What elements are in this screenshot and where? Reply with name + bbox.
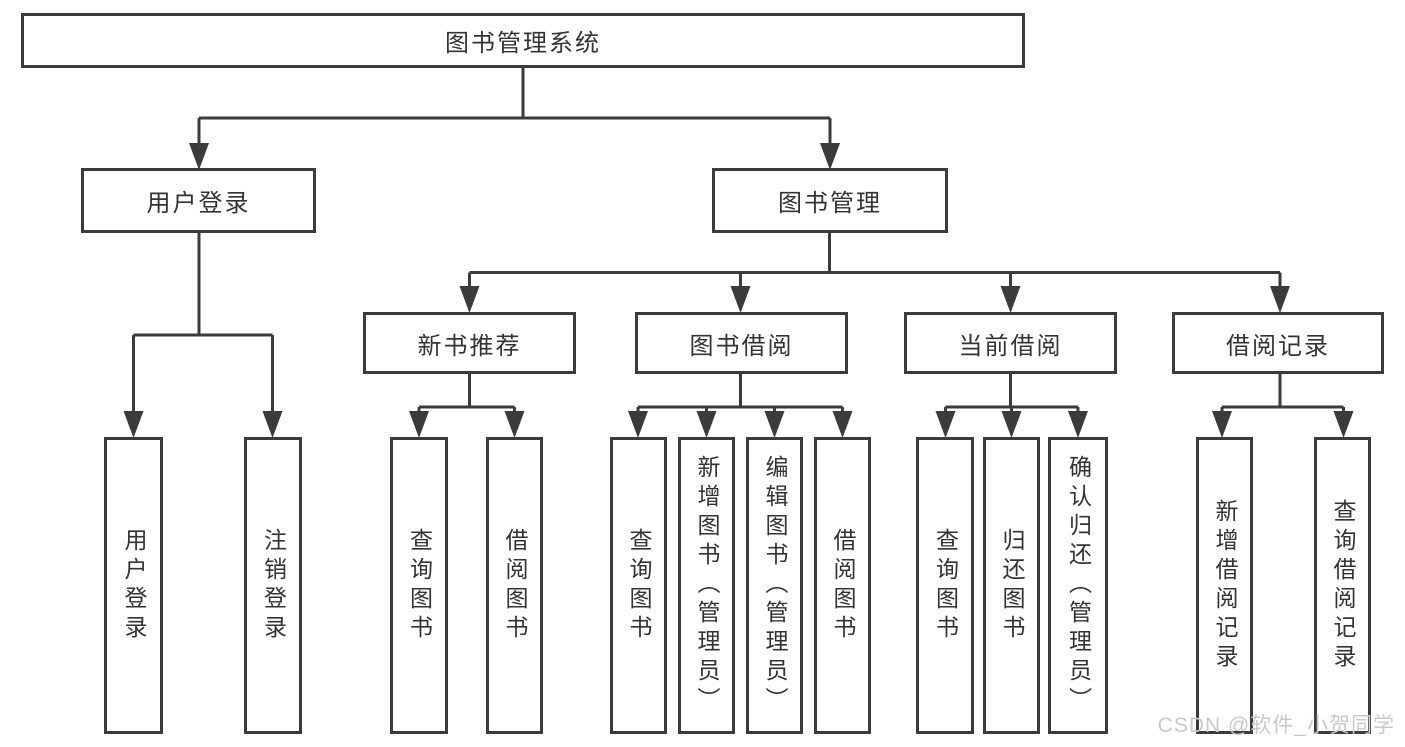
leaf-query-books-borrow-label: 查询图书 [626, 527, 652, 644]
leaf-borrow-books-recommend: 借阅图书 [486, 437, 543, 734]
leaf-logout-login-label: 注销登录 [260, 527, 287, 644]
leaf-add-book-admin-label: 新增图书（管理员） [694, 455, 720, 716]
leaf-borrow-books-recommend-label: 借阅图书 [502, 527, 528, 644]
leaf-edit-book-admin: 编辑图书（管理员） [746, 437, 803, 734]
leaf-add-book-admin: 新增图书（管理员） [678, 437, 735, 734]
leaf-return-book-label: 归还图书 [999, 527, 1025, 644]
node-new-book-recommend: 新书推荐 [363, 312, 576, 374]
leaf-query-books-borrow: 查询图书 [610, 437, 667, 734]
node-current-borrow: 当前借阅 [904, 312, 1117, 374]
node-user-login: 用户登录 [81, 168, 316, 233]
leaf-query-borrow-record-label: 查询借阅记录 [1330, 498, 1356, 673]
leaf-logout-login: 注销登录 [244, 437, 302, 734]
csdn-watermark: CSDN @软件_小贺同学 [1157, 714, 1395, 737]
leaf-borrow-books-borrow: 借阅图书 [814, 437, 871, 734]
leaf-query-books-current: 查询图书 [916, 437, 974, 734]
leaf-user-login-label: 用户登录 [121, 527, 147, 644]
leaf-confirm-return-admin-label: 确认归还（管理员） [1065, 455, 1092, 716]
leaf-query-books-recommend-label: 查询图书 [406, 527, 433, 644]
leaf-confirm-return-admin: 确认归还（管理员） [1048, 437, 1108, 734]
leaf-edit-book-admin-label: 编辑图书（管理员） [762, 455, 788, 716]
leaf-add-borrow-record: 新增借阅记录 [1196, 437, 1253, 734]
leaf-query-books-current-label: 查询图书 [932, 527, 959, 644]
node-book-borrow: 图书借阅 [635, 312, 848, 374]
node-book-management: 图书管理 [712, 168, 948, 233]
leaf-user-login: 用户登录 [104, 437, 163, 734]
node-borrow-record: 借阅记录 [1172, 312, 1384, 374]
leaf-query-books-recommend: 查询图书 [390, 437, 448, 734]
node-library-management-system: 图书管理系统 [21, 13, 1025, 68]
leaf-return-book: 归还图书 [983, 437, 1040, 734]
leaf-query-borrow-record: 查询借阅记录 [1314, 437, 1371, 734]
leaf-borrow-books-borrow-label: 借阅图书 [830, 527, 856, 644]
leaf-add-borrow-record-label: 新增借阅记录 [1212, 498, 1238, 673]
